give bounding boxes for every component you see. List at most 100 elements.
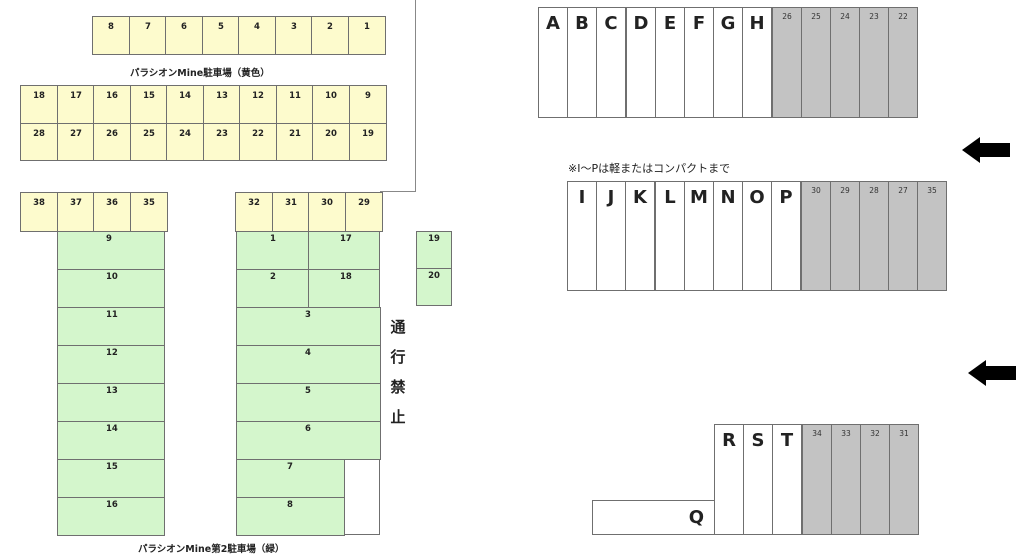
yellow-space: 2: [311, 16, 349, 55]
green-space: 16: [57, 497, 165, 536]
space-number: 32: [870, 429, 880, 438]
reserved-space: 24: [830, 7, 860, 118]
no-entry-char: 禁: [390, 378, 406, 396]
parking-space: S: [743, 424, 773, 535]
yellow-space: 36: [93, 192, 131, 232]
space-number: 33: [841, 429, 851, 438]
space-number: 24: [179, 129, 191, 139]
green-space: 10: [57, 269, 165, 308]
space-number: 11: [106, 310, 118, 320]
space-number: 24: [840, 12, 850, 21]
green-space: 7: [236, 459, 345, 498]
reserved-space: 35: [917, 181, 947, 291]
space-number: 7: [287, 462, 293, 472]
space-letter: A: [546, 13, 560, 34]
green-space: 3: [236, 307, 381, 346]
yellow-space: 16: [93, 85, 131, 124]
space-number: 27: [70, 129, 82, 139]
yellow-space: 35: [130, 192, 168, 232]
space-number: 5: [218, 22, 224, 32]
space-number: 13: [216, 91, 228, 101]
yellow-space: 7: [129, 16, 167, 55]
yellow-space: 30: [308, 192, 346, 232]
parking-space: M: [684, 181, 714, 291]
space-letter: O: [749, 187, 765, 208]
space-number: 20: [325, 129, 337, 139]
parking-space: L: [655, 181, 685, 291]
space-number: 8: [287, 500, 293, 510]
space-number: 8: [108, 22, 114, 32]
boundary-line-vertical: [415, 0, 416, 192]
space-number: 3: [305, 310, 311, 320]
space-letter: M: [690, 187, 708, 208]
space-number: 18: [340, 272, 352, 282]
space-letter: K: [633, 187, 647, 208]
space-number: 14: [179, 91, 191, 101]
space-number: 2: [270, 272, 276, 282]
space-number: 28: [869, 186, 879, 195]
parking-space: E: [655, 7, 685, 118]
yellow-space: 22: [239, 123, 277, 161]
space-number: 35: [143, 198, 155, 208]
space-number: 30: [321, 198, 333, 208]
yellow-space: 17: [57, 85, 95, 124]
space-letter: J: [607, 187, 615, 208]
no-entry-label: 通 行 禁 止: [388, 312, 408, 432]
reserved-space: 23: [859, 7, 889, 118]
space-number: 20: [428, 271, 440, 281]
arrow-left-icon: [962, 137, 1010, 163]
green-space: 2: [236, 269, 309, 308]
yellow-space: 11: [276, 85, 314, 124]
parking-space: B: [567, 7, 597, 118]
yellow-space: 29: [345, 192, 383, 232]
parking-space: J: [596, 181, 626, 291]
space-number: 25: [143, 129, 155, 139]
parking-space: A: [538, 7, 568, 118]
space-number: 19: [428, 234, 440, 244]
space-letter: B: [575, 13, 589, 34]
space-number: 37: [70, 198, 82, 208]
space-number: 16: [106, 500, 118, 510]
space-number: 5: [305, 386, 311, 396]
space-number: 26: [106, 129, 118, 139]
green-space: 18: [308, 269, 380, 308]
space-number: 6: [305, 424, 311, 434]
yellow-space: 25: [130, 123, 168, 161]
space-number: 17: [70, 91, 82, 101]
empty-space: [344, 459, 380, 535]
yellow-space: 8: [92, 16, 130, 55]
yellow-space: 10: [312, 85, 350, 124]
reserved-space: 31: [889, 424, 919, 535]
space-number: 22: [252, 129, 264, 139]
green-space: 12: [57, 345, 165, 384]
green-space: 15: [57, 459, 165, 498]
yellow-lot-title: パラシオンMine駐車場（黄色）: [130, 68, 270, 79]
space-number: 31: [285, 198, 297, 208]
space-number: 35: [927, 186, 937, 195]
yellow-space: 5: [202, 16, 240, 55]
space-number: 32: [248, 198, 260, 208]
space-number: 6: [181, 22, 187, 32]
space-q: Q: [592, 500, 715, 535]
green-space: 4: [236, 345, 381, 384]
yellow-space: 13: [203, 85, 241, 124]
space-number: 19: [362, 129, 374, 139]
space-number: 9: [365, 91, 371, 101]
reserved-space: 22: [888, 7, 918, 118]
green-space: 9: [57, 231, 165, 270]
space-letter: R: [722, 430, 736, 451]
space-letter: F: [692, 13, 706, 34]
reserved-space: 32: [860, 424, 890, 535]
yellow-space: 19: [349, 123, 387, 161]
space-number: 1: [270, 234, 276, 244]
yellow-space: 32: [235, 192, 273, 232]
green-space: 1: [236, 231, 309, 270]
yellow-space: 20: [312, 123, 350, 161]
yellow-space: 15: [130, 85, 168, 124]
space-number: 36: [106, 198, 118, 208]
green-space: 17: [308, 231, 380, 270]
green-space: 20: [416, 268, 452, 306]
yellow-space: 14: [166, 85, 204, 124]
yellow-space: 27: [57, 123, 95, 161]
space-number: 25: [811, 12, 821, 21]
